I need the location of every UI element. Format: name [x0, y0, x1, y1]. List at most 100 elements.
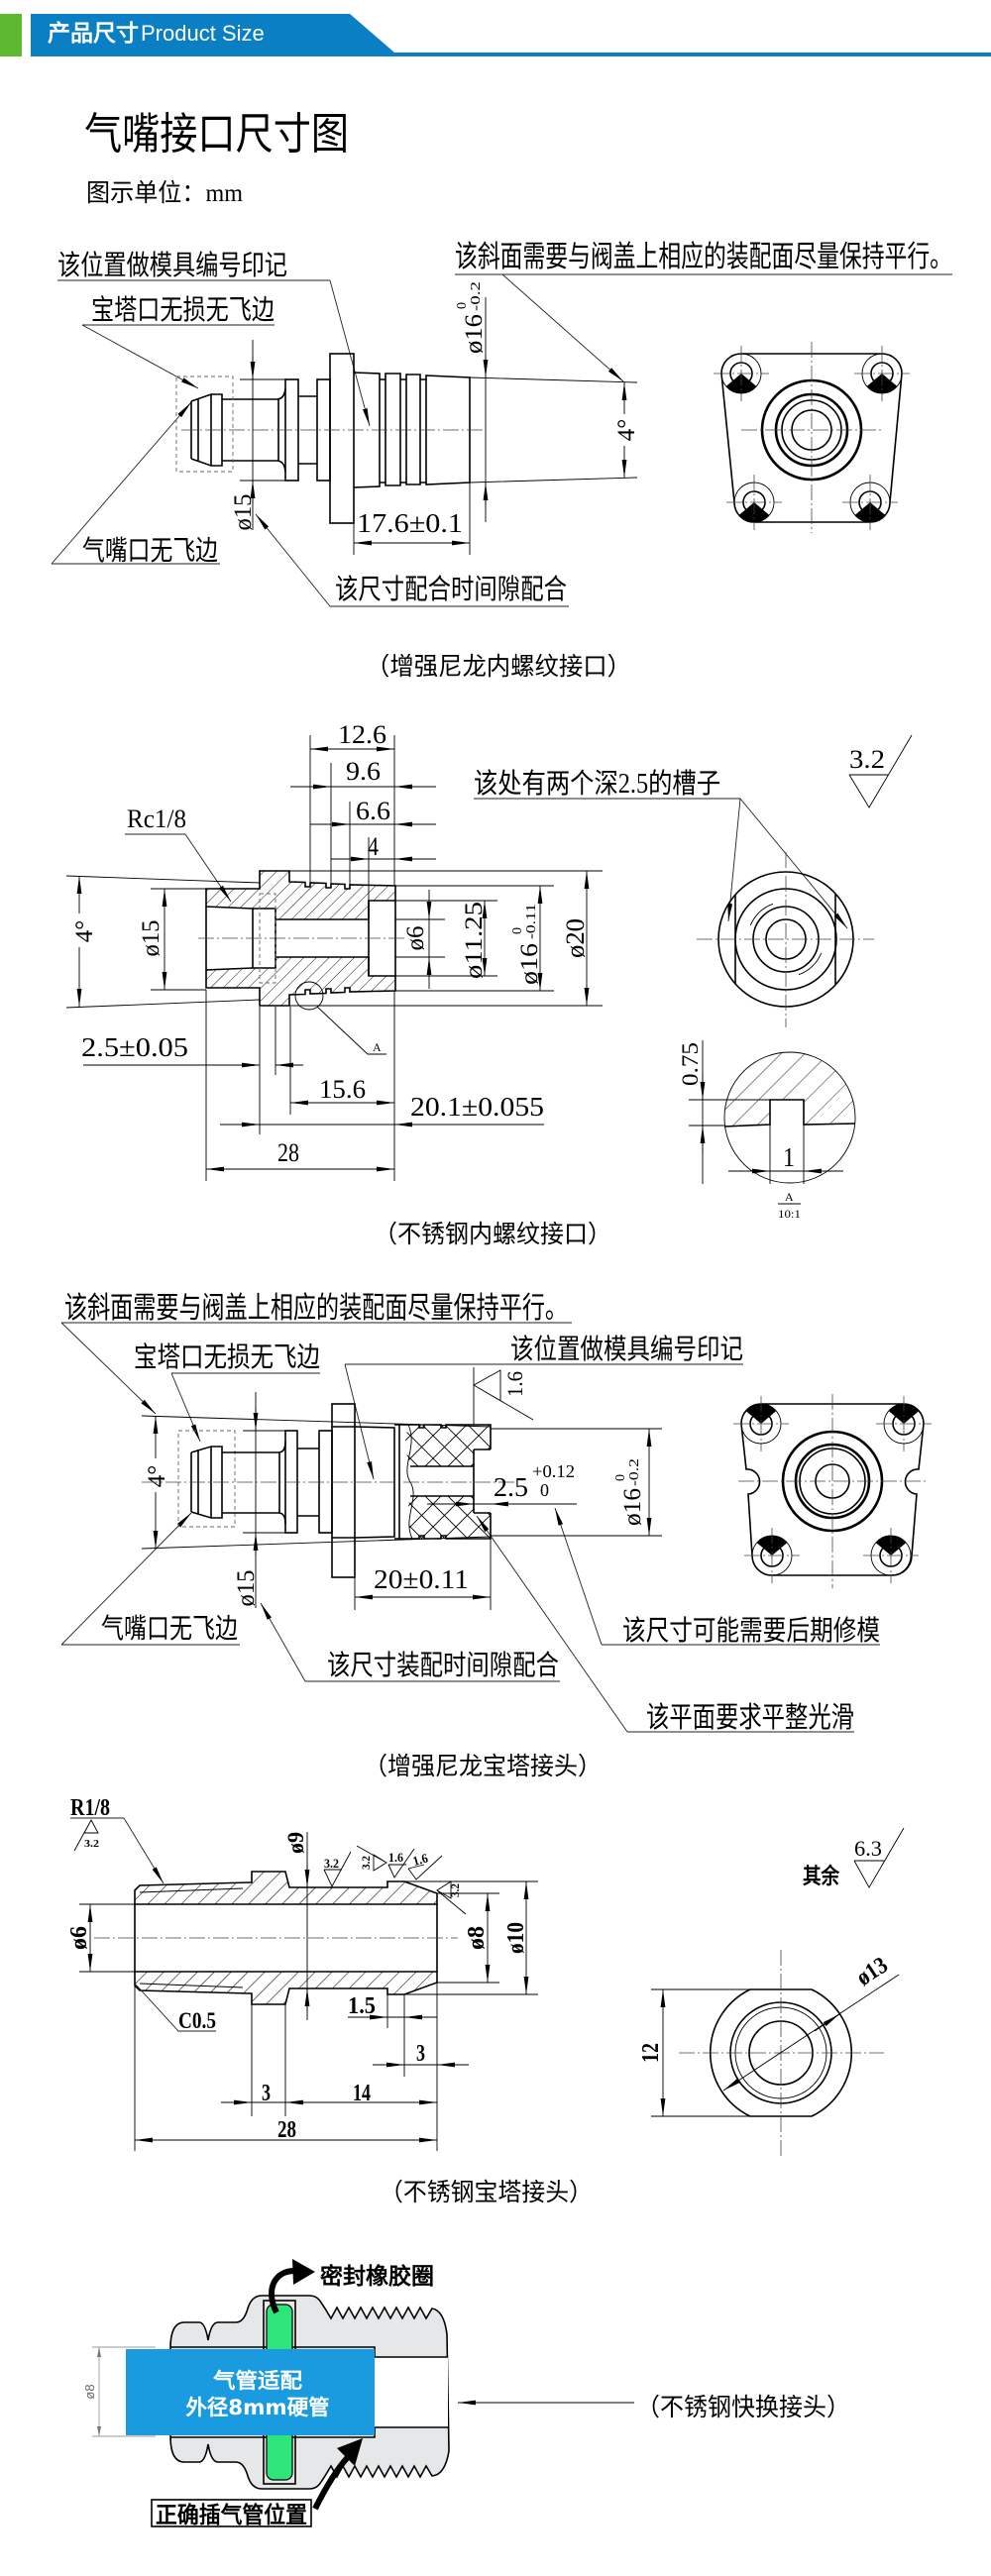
neck [297, 1448, 319, 1517]
roughness-symbol: 1.6 [473, 1367, 534, 1425]
note-grooves-leader [739, 798, 848, 929]
roughness-symbol: 3.2 [848, 734, 913, 808]
note-clearance-leader [255, 513, 331, 607]
mount-hole [842, 475, 898, 530]
outer-profile [710, 1988, 852, 2117]
section-outline-top [205, 870, 396, 920]
dim-4: 4 [331, 832, 436, 862]
mounting-flange [329, 353, 355, 524]
dim-12-label: 12 [638, 2043, 664, 2063]
ext-lines [354, 1536, 492, 1610]
detail-view-a: 0.75 1 A 10:1 [678, 1040, 856, 1221]
mount-hole [854, 346, 910, 401]
section-crosshatch-bottom [406, 1496, 491, 1539]
mount-hole [726, 475, 782, 530]
detail-width-label: 1 [783, 1142, 795, 1172]
dim-20-1: 20.1±0.055 [220, 1092, 544, 1127]
dim-20-1-label: 20.1±0.055 [410, 1092, 544, 1122]
dim-15-6: 15.6 [290, 1075, 394, 1106]
dim-3-cone-label: 3 [416, 2041, 425, 2067]
dim-dia16-nominal: ø16 [461, 314, 488, 354]
curved-arrow-icon [312, 2454, 351, 2511]
dim-taper-angle: 4° [141, 1416, 170, 1549]
dim-depth-nominal: 2.5 [494, 1472, 528, 1502]
bottom-extension-lines [134, 1983, 438, 2151]
dim-length-label: 17.6±0.1 [357, 508, 463, 538]
roughness-symbol-step-face: 3.2 [356, 1845, 387, 1872]
detail-depth-label: 0.75 [678, 1042, 703, 1086]
section-view [198, 870, 406, 1007]
dim-dia9: ø9 [283, 1832, 310, 2020]
dim-dia6: ø6 [66, 1904, 93, 1972]
section-hatch-top [206, 871, 395, 919]
dim-2-5-label: 2.5±0.05 [81, 1032, 188, 1062]
dim-1-5-label: 1.5 [348, 1993, 376, 2019]
dim-dia11-25: ø11.25 [461, 901, 488, 979]
note-may-need-mold-fix: 该尺寸可能需要后期修模 [622, 1615, 880, 1647]
detail-hatch [724, 1052, 855, 1127]
section-hatch-top [135, 1872, 437, 1904]
dim-dia20-label: ø20 [561, 918, 590, 958]
detail-circle [294, 981, 324, 1011]
banner-title: 产品尺寸Product Size [48, 14, 265, 54]
note-flat-smooth-leader [476, 1515, 628, 1733]
dim-28: 28 [206, 1138, 394, 1172]
dim-dia16-upper-tol: 0 [613, 1474, 628, 1481]
roughness-symbol-thread: 3.2 [73, 1819, 100, 1852]
dim-dia6-label: ø6 [402, 926, 429, 951]
dim-3-cone: 3 [373, 2041, 469, 2068]
roughness-value: 3.2 [84, 1838, 100, 1850]
note-barb-no-damage: 宝塔口无损无飞边 [91, 294, 275, 326]
note-mold-mark-leader [344, 1363, 375, 1480]
dim-dia8-label: ø8 [464, 1926, 490, 1950]
neck [298, 395, 317, 465]
caption-nylon-thread: （增强尼龙内螺纹接口） [366, 653, 631, 681]
dim-dia6: ø6 [402, 890, 432, 989]
end-view-centerlines [679, 1950, 884, 2157]
seal-label: 密封橡胶圈 [320, 2263, 434, 2289]
dim-dia13-line [722, 1974, 900, 2092]
banner-title-en: Product Size [141, 21, 265, 46]
insert-position-callout: 正确插气管位置 [151, 2438, 363, 2527]
dim-depth-upper-tol: +0.12 [532, 1461, 575, 1481]
dim-dia15: ø15 [230, 340, 285, 531]
dim-taper-angle-label: 4° [613, 419, 640, 442]
note-mold-mark: 该位置做模具编号印记 [510, 1334, 743, 1365]
detail-boundary [723, 1051, 856, 1184]
dim-28-label: 28 [277, 2117, 296, 2143]
dim-dia15-label: ø15 [138, 920, 165, 957]
roughness-mark [356, 1845, 387, 1872]
roughness-value: 3.2 [849, 745, 885, 774]
dim-28-label: 28 [277, 1138, 299, 1167]
groove-profile [723, 1099, 856, 1127]
small-flange [284, 1430, 298, 1534]
dim-12-ext-lines [651, 1988, 750, 2117]
dim-dia20: ø20 [561, 871, 590, 1006]
end-view: 12 ø13 [638, 1950, 900, 2157]
side-view [175, 353, 484, 524]
air-tube [126, 2349, 375, 2435]
section-hatch-bottom [206, 957, 395, 1006]
dim-dia8-label: ø8 [82, 2384, 97, 2399]
mount-hole [744, 1528, 800, 1583]
dim-taper-angle: 4° [65, 876, 98, 1007]
collar [318, 1430, 333, 1534]
roughness-symbol-end-face: 3.2 [436, 1880, 467, 1915]
right-extension-lines [289, 870, 603, 1007]
dim-dia16: ø16 0 -0.11 [510, 886, 543, 991]
dim-12-6: 12.6 [310, 720, 394, 752]
mount-hole [863, 1528, 919, 1583]
roughness-value: 1.6 [411, 1850, 430, 1868]
detail-ref-label: A [373, 1040, 382, 1054]
dim-length: 17.6±0.1 [354, 508, 470, 546]
thread-spec: R1/8 [70, 1795, 110, 1821]
note-clearance-leader [260, 1602, 306, 1682]
end-view [697, 852, 874, 1027]
dim-dia16-nominal: ø16 [516, 943, 543, 985]
roughness-mark [323, 1851, 352, 1887]
note-barb-leader [170, 1372, 201, 1443]
ext-lines [491, 1428, 662, 1537]
insert-label-box [151, 2499, 312, 2527]
dim-dia16-lower-tol: -0.2 [469, 281, 484, 311]
section-banner: 产品尺寸Product Size [0, 0, 991, 69]
